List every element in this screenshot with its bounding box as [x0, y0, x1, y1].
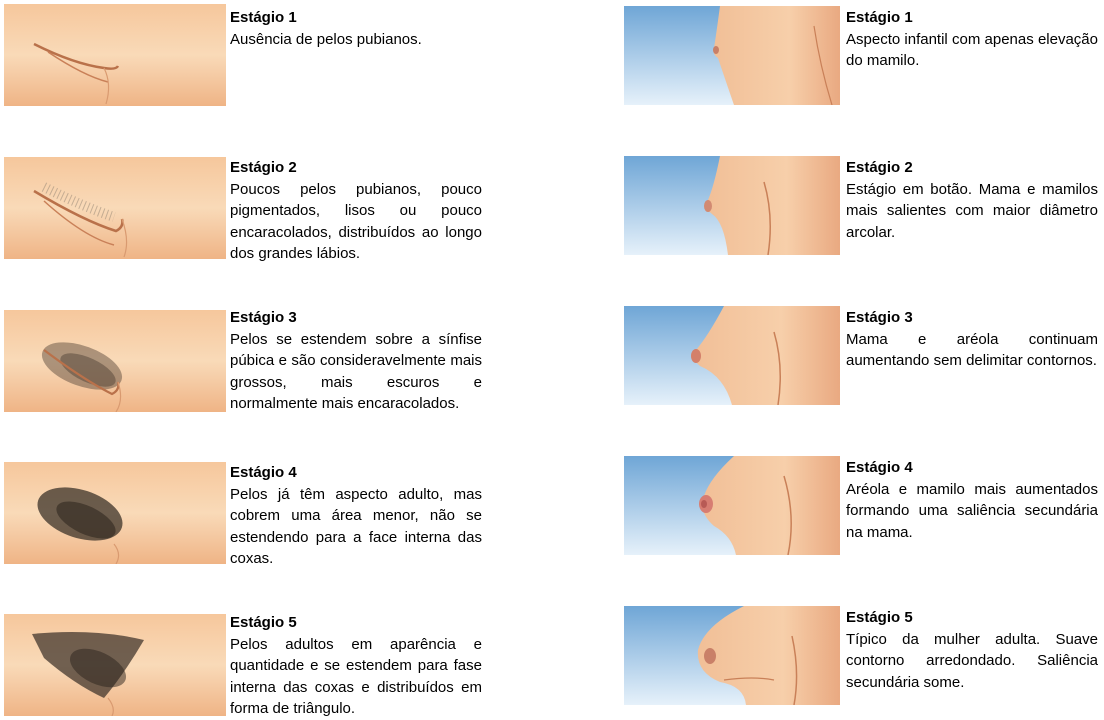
pubic-stage-1-illustration	[4, 4, 226, 106]
stage-title: Estágio 5	[230, 614, 297, 631]
stage-description: Mama e aréola continuam aumentando sem d…	[846, 330, 1098, 370]
stage-description: Poucos pelos pubianos, pouco pigmentados…	[230, 180, 482, 263]
pubic-stage-5-illustration	[4, 614, 226, 716]
stage-title: Estágio 5	[846, 609, 913, 626]
breast-stage-4-illustration	[624, 456, 840, 555]
pubic-stage-1-text: Estágio 1 Ausência de pelos pubianos.	[230, 7, 482, 50]
stage-title: Estágio 1	[846, 9, 913, 26]
breast-stage-2-illustration	[624, 156, 840, 255]
breast-stage-3-text: Estágio 3 Mama e aréola continuam aument…	[846, 307, 1098, 372]
breast-stage-4-text: Estágio 4 Aréola e mamilo mais aumentado…	[846, 457, 1098, 543]
stage-description: Pelos adultos em aparência e quantidade …	[230, 635, 482, 718]
breast-stage-1-text: Estágio 1 Aspecto infantil com apenas el…	[846, 7, 1098, 72]
pubic-stage-3-illustration	[4, 310, 226, 412]
stage-description: Aréola e mamilo mais aumentados formando…	[846, 480, 1098, 541]
breast-stage-3-illustration	[624, 306, 840, 405]
breast-stage-5-text: Estágio 5 Típico da mulher adulta. Suave…	[846, 607, 1098, 693]
breast-stage-5-illustration	[624, 606, 840, 705]
pubic-stage-5-text: Estágio 5 Pelos adultos em aparência e q…	[230, 612, 482, 720]
stage-title: Estágio 3	[230, 309, 297, 326]
stage-description: Típico da mulher adulta. Suave contorno …	[846, 630, 1098, 691]
breast-stage-1-illustration	[624, 6, 840, 105]
stage-title: Estágio 4	[230, 464, 297, 481]
stage-description: Estágio em botão. Mama e mamilos mais sa…	[846, 180, 1098, 241]
stage-title: Estágio 2	[846, 159, 913, 176]
pubic-stage-4-text: Estágio 4 Pelos já têm aspecto adulto, m…	[230, 462, 482, 570]
stage-title: Estágio 4	[846, 459, 913, 476]
stage-description: Pelos já têm aspecto adulto, mas cobrem …	[230, 485, 482, 568]
stage-description: Ausência de pelos pubianos.	[230, 30, 422, 48]
pubic-stage-2-illustration	[4, 157, 226, 259]
pubic-stage-2-text: Estágio 2 Poucos pelos pubianos, pouco p…	[230, 157, 482, 265]
stage-title: Estágio 3	[846, 309, 913, 326]
breast-stage-2-text: Estágio 2 Estágio em botão. Mama e mamil…	[846, 157, 1098, 243]
stage-title: Estágio 2	[230, 159, 297, 176]
stage-description: Pelos se estendem sobre a sínfise púbica…	[230, 330, 482, 413]
stage-title: Estágio 1	[230, 9, 297, 26]
pubic-stage-3-text: Estágio 3 Pelos se estendem sobre a sínf…	[230, 307, 482, 415]
stage-description: Aspecto infantil com apenas elevação do …	[846, 30, 1098, 70]
pubic-stage-4-illustration	[4, 462, 226, 564]
